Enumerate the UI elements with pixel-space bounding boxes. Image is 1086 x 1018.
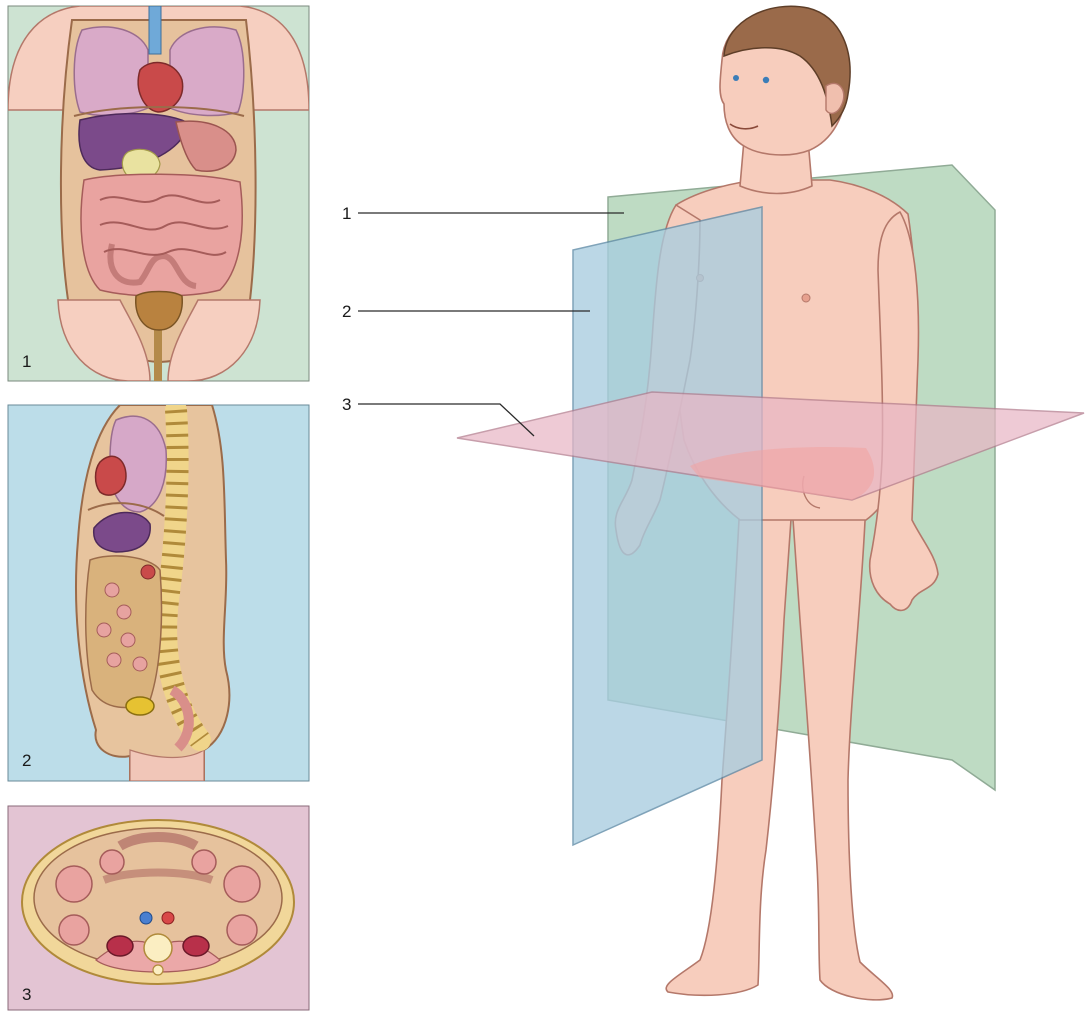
frontal-section-panel: 1 [8, 6, 309, 381]
panel-1-label: 1 [22, 352, 31, 371]
midline-structure [154, 330, 162, 381]
sagittal-plane [573, 207, 762, 845]
vertebra [144, 934, 172, 962]
callout-3-label: 3 [342, 395, 351, 414]
callout-1-label: 1 [342, 204, 351, 223]
panel-2-label: 2 [22, 751, 31, 770]
right-kidney [183, 936, 209, 956]
left-kidney [107, 936, 133, 956]
trachea [149, 6, 161, 54]
panel-3-label: 3 [22, 985, 31, 1004]
bladder-sagittal [126, 697, 154, 715]
main-figure-group [457, 6, 1084, 1000]
eye [763, 77, 769, 83]
transverse-section-panel: 3 [8, 806, 309, 1010]
nipple [802, 294, 810, 302]
heart-sagittal [96, 456, 127, 495]
left-lung [74, 27, 148, 116]
right-lung [170, 27, 244, 116]
callout-2: 2 [342, 302, 590, 321]
intestines [81, 174, 242, 296]
sagittal-section-panel: 2 [8, 405, 309, 781]
callout-1: 1 [342, 204, 624, 223]
heart [138, 63, 182, 112]
callout-2-label: 2 [342, 302, 351, 321]
